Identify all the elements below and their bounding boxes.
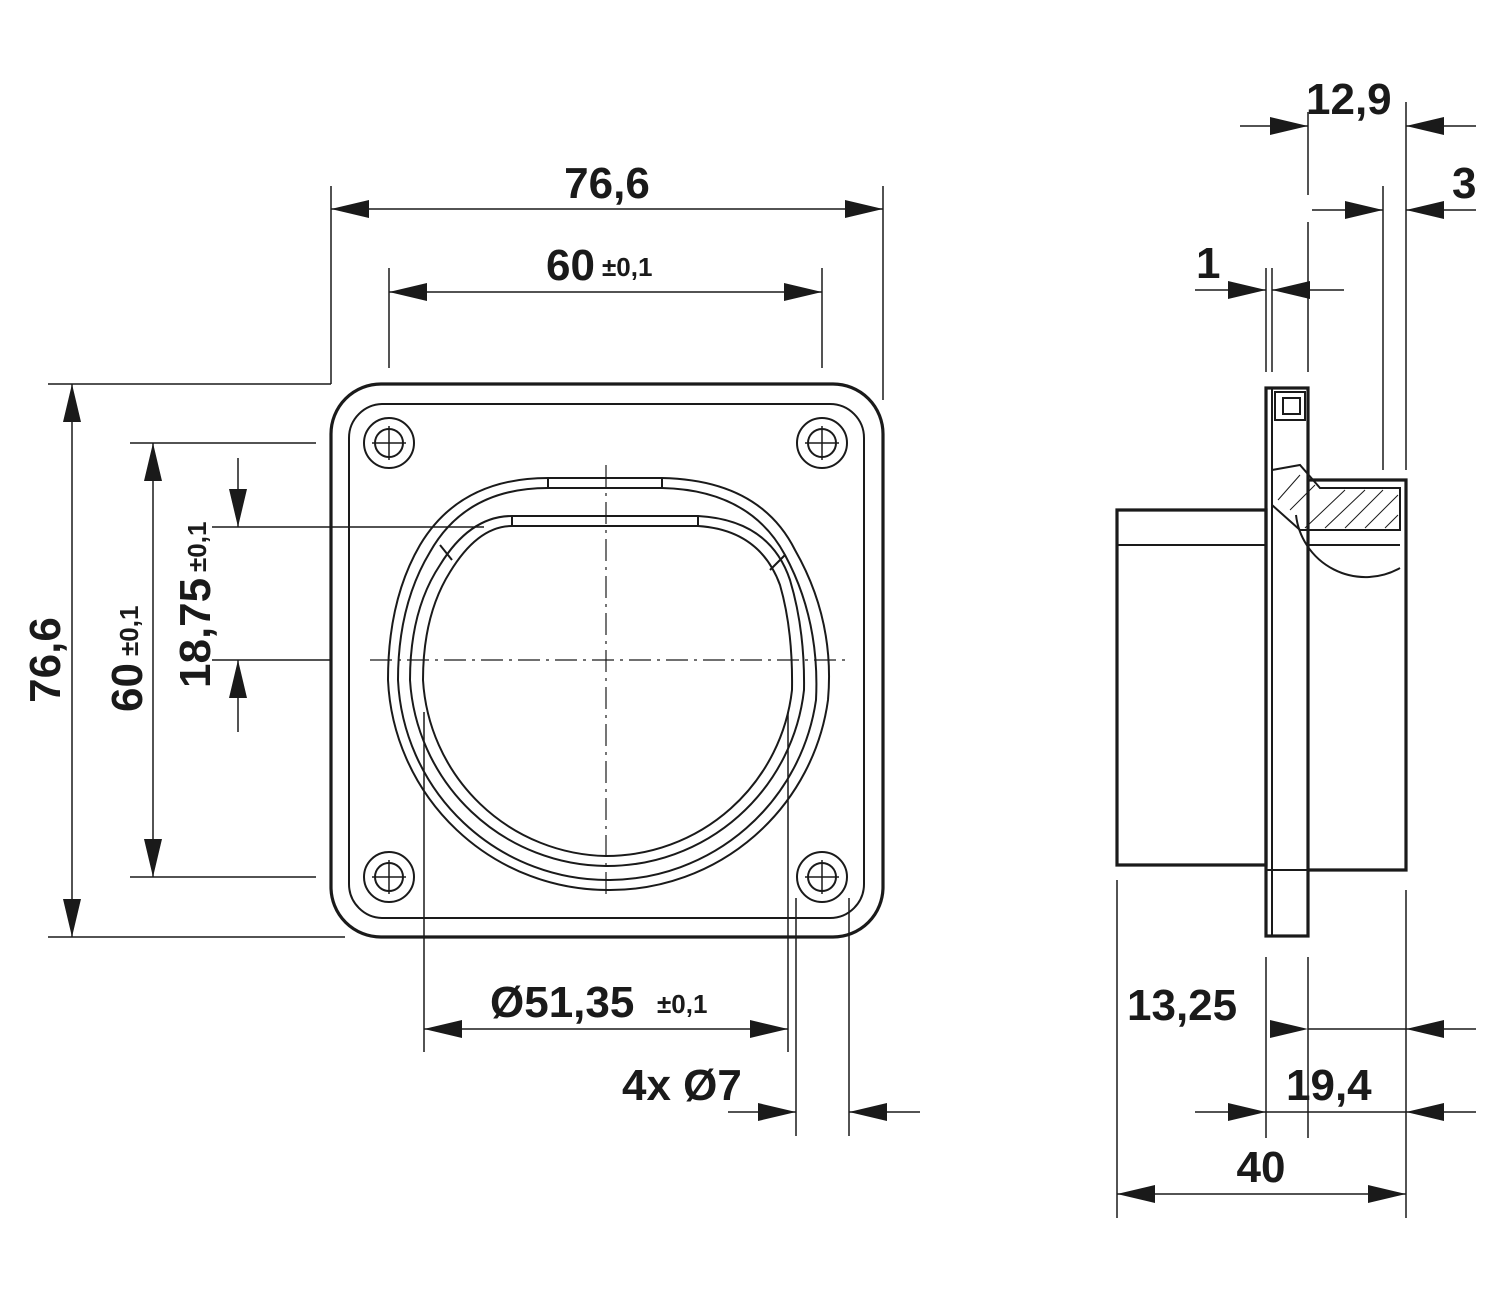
dim-holes: 4x Ø7: [622, 1061, 742, 1110]
mounting-hole-br: [796, 851, 848, 903]
dim-40: 40: [1237, 1143, 1286, 1192]
dim-hole-spacing-h-tol: ±0,1: [602, 252, 652, 282]
dim-offset: 18,75: [171, 578, 220, 688]
dim-19-4: 19,4: [1286, 1061, 1372, 1110]
flange-outer: [329, 382, 885, 939]
section-hatch: [1277, 474, 1399, 529]
dim-offset-tol: ±0,1: [182, 522, 212, 572]
dim-hole-spacing-v: 60: [103, 663, 152, 712]
mounting-hole-bl: [363, 851, 415, 903]
side-view: [1115, 386, 1408, 938]
socket-opening: [386, 477, 831, 892]
dim-width-overall: 76,6: [564, 159, 650, 208]
dim-hole-spacing-v-tol: ±0,1: [114, 606, 144, 656]
dim-height-overall: 76,6: [21, 617, 70, 703]
side-dimensions: 12,9 3 1 13,25 19,4: [1116, 75, 1476, 1218]
mounting-hole-tl: [363, 417, 415, 469]
dim-hole-spacing-h: 60: [546, 241, 595, 290]
dim-diameter-tol: ±0,1: [657, 989, 707, 1019]
dim-13-25: 13,25: [1127, 981, 1237, 1030]
front-dimensions: 76,6 60 ±0,1 76,6 60 ±0,1 18,75 ±0,1: [21, 159, 920, 1136]
dim-top: 12,9: [1306, 75, 1392, 124]
dim-1: 1: [1196, 239, 1220, 288]
dim-3: 3: [1452, 159, 1476, 208]
mounting-hole-tr: [796, 417, 848, 469]
dim-diameter: Ø51,35: [490, 978, 634, 1027]
front-view: [329, 382, 885, 939]
flange-inner: [348, 403, 865, 919]
